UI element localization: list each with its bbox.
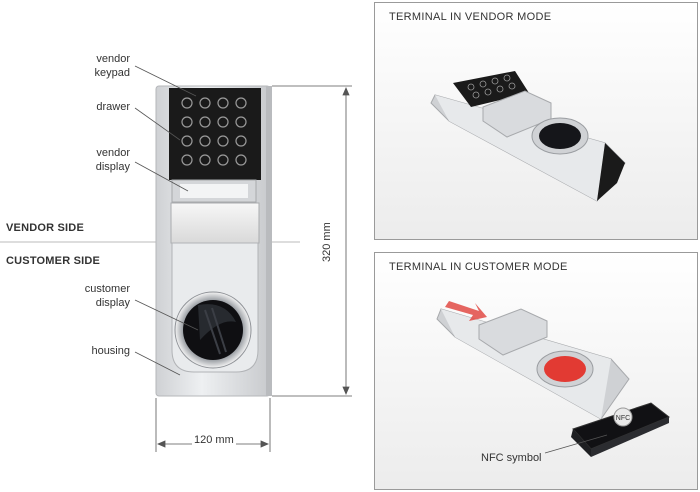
nfc-symbol-label: NFC symbol: [481, 452, 542, 464]
vendor-side-label: VENDOR SIDE: [6, 222, 84, 234]
drawer-panel: [170, 202, 260, 244]
height-dimension-label: 320 mm: [321, 222, 333, 262]
label-vendor-display: vendor display: [95, 147, 130, 173]
vendor-keypad-block: [169, 88, 261, 180]
vendor-keypad-keys: [181, 97, 247, 166]
customer-mode-render: NFC: [436, 301, 670, 457]
push-arrow-icon: [445, 301, 487, 321]
label-drawer: drawer: [96, 101, 130, 113]
label-vendor-keypad: vendor keypad: [94, 53, 130, 79]
vendor-mode-render: [430, 71, 626, 202]
label-housing: housing: [91, 345, 130, 357]
leader-nfc: [544, 434, 608, 454]
customer-mode-title: TERMINAL IN CUSTOMER MODE: [389, 261, 568, 273]
height-dimension: [272, 85, 352, 397]
customer-side-label: CUSTOMER SIDE: [6, 255, 101, 267]
vendor-mode-title: TERMINAL IN VENDOR MODE: [389, 11, 552, 23]
leader-drawer: [134, 107, 181, 141]
leader-customer-display: [134, 299, 199, 331]
leader-display: [134, 161, 189, 192]
leader-housing: [134, 351, 181, 376]
leader-keypad: [134, 65, 197, 97]
nfc-badge-text: NFC: [616, 415, 630, 422]
width-dimension-label: 120 mm: [192, 434, 236, 446]
customer-mode-panel: TERMINAL IN CUSTOMER MODE NFC NFC symbol: [374, 252, 698, 490]
vendor-mode-panel: TERMINAL IN VENDOR MODE: [374, 2, 698, 240]
label-customer-display: customer display: [84, 283, 130, 309]
nfc-symbol-badge: [613, 407, 633, 427]
